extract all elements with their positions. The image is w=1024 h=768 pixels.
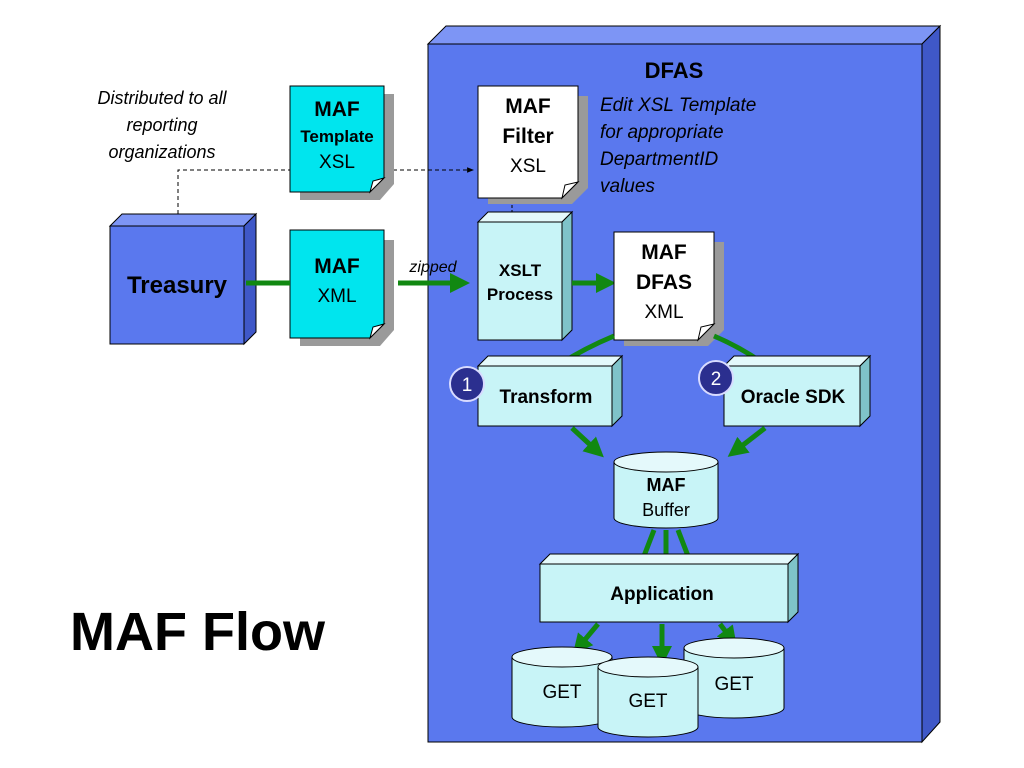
- oracle-sdk-step-badge: 2: [698, 360, 734, 396]
- maf-buffer-line-2: Buffer: [642, 500, 690, 520]
- transform-step-badge: 1: [449, 366, 485, 402]
- distribution-note: Distributed to all reporting organizatio…: [97, 88, 227, 162]
- maf-xml-line-1: MAF: [314, 255, 360, 278]
- maf-dfas-line-2: DFAS: [636, 271, 692, 294]
- xslt-process-line-2: Process: [487, 285, 553, 304]
- get-store-2: GET: [597, 656, 699, 738]
- get-store-2-label: GET: [628, 691, 667, 712]
- get-store-3: GET: [683, 637, 785, 719]
- get-store-1-label: GET: [542, 682, 581, 703]
- edit-note-line-2: for appropriate: [600, 122, 724, 143]
- transform-to-buffer-arrow: [570, 426, 604, 458]
- application-to-get-arrows: [572, 622, 737, 666]
- oracle-sdk-label: Oracle SDK: [741, 387, 846, 408]
- get-store-3-label: GET: [714, 674, 753, 695]
- oracle-sdk-box: Oracle SDK: [722, 354, 872, 428]
- slide-title: MAF Flow: [70, 602, 326, 662]
- treasury-label: Treasury: [127, 272, 228, 299]
- maf-buffer-cylinder: MAF Buffer: [613, 451, 719, 529]
- application-box: Application: [538, 552, 800, 624]
- maf-dfas-line-1: MAF: [641, 241, 687, 264]
- maf-buffer-line-1: MAF: [647, 475, 686, 495]
- application-label: Application: [610, 584, 713, 605]
- maf-filter-line-1: MAF: [505, 95, 551, 118]
- maf-template-line-3: XSL: [319, 152, 355, 173]
- edit-note-line-1: Edit XSL Template: [600, 95, 756, 116]
- edit-note-line-4: values: [600, 176, 655, 197]
- oracle-sdk-step-number: 2: [711, 369, 722, 390]
- maf-template-document: MAF Template XSL: [289, 85, 394, 200]
- oracle-to-buffer-arrow: [727, 426, 767, 457]
- transform-label: Transform: [500, 387, 593, 408]
- maf-dfas-line-3: XML: [644, 302, 683, 323]
- distribution-note-line-3: organizations: [108, 142, 215, 162]
- xslt-process-box: XSLT Process: [476, 210, 574, 342]
- transform-step-number: 1: [462, 375, 473, 396]
- distribution-note-line-1: Distributed to all: [97, 88, 227, 108]
- dfas-label: DFAS: [645, 58, 704, 83]
- maf-dfas-document: MAF DFAS XML: [613, 231, 724, 346]
- xslt-process-line-1: XSLT: [499, 261, 542, 280]
- maf-filter-line-2: Filter: [502, 125, 553, 148]
- treasury-box: Treasury: [108, 212, 258, 346]
- zipped-label: zipped: [408, 259, 457, 276]
- edit-note-line-3: DepartmentID: [600, 149, 719, 170]
- maf-xml-line-2: XML: [317, 286, 356, 307]
- distribution-note-line-2: reporting: [126, 115, 197, 135]
- buffer-application-links: [641, 529, 691, 557]
- maf-template-line-2: Template: [300, 127, 373, 146]
- edit-note: Edit XSL Template for appropriate Depart…: [600, 95, 756, 197]
- transform-box: Transform: [476, 354, 624, 428]
- maf-filter-document: MAF Filter XSL: [477, 85, 588, 204]
- maf-xml-document: MAF XML: [289, 229, 394, 346]
- maf-template-line-1: MAF: [314, 98, 360, 121]
- get-store-1: GET: [511, 646, 613, 728]
- maf-filter-line-3: XSL: [510, 156, 546, 177]
